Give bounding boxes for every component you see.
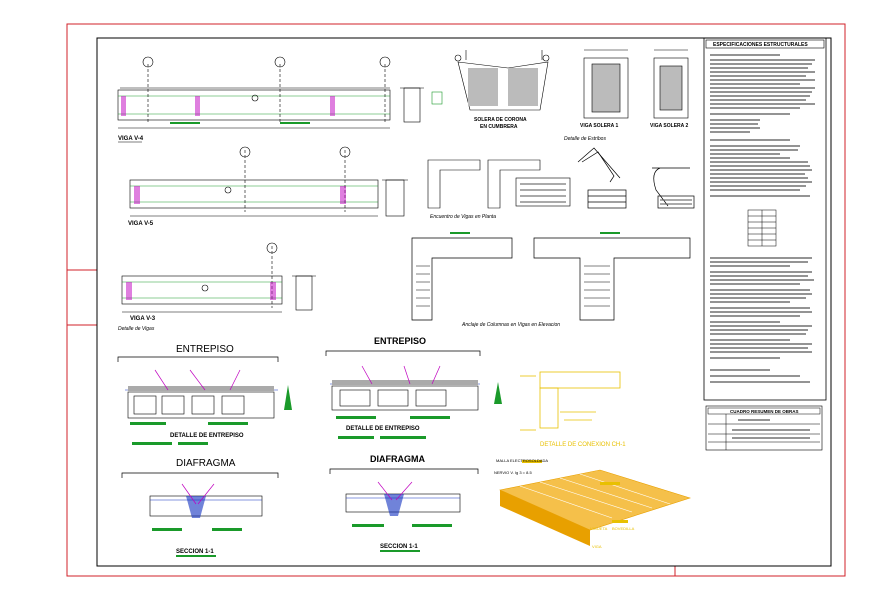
entrepiso-detail-1: ENTREPISO DETALLE DE ENTREPISO xyxy=(117,344,292,445)
specs-title: ESPECIFICACIONES ESTRUCTURALES xyxy=(713,42,808,48)
label-en-cumbrera: EN CUMBRERA xyxy=(480,124,518,130)
beam-section-v5 xyxy=(382,179,408,217)
label-seccion-1: SECCION 1-1 xyxy=(176,549,214,555)
label-seccion-2: SECCION 1-1 xyxy=(380,544,418,550)
label-anclaje: Anclaje de Columnas en Vigas en Elevacio… xyxy=(461,322,560,328)
label-detalle-estribos: Detalle de Estribos xyxy=(564,136,606,142)
label-bovedilla: BOVEDILLA xyxy=(612,526,635,531)
table-title: CUADRO RESUMEN DE OBRAS xyxy=(730,409,799,414)
beam-section-v4 xyxy=(400,87,443,123)
label-malla: MALLA ELECTROSOLDADA xyxy=(496,458,548,463)
isometric-slab-view: MALLA ELECTROSOLDADA NERVIO V. Ig 3 = 8.… xyxy=(494,458,691,549)
anclaje-columnas-detail: Anclaje de Columnas en Vigas en Elevacio… xyxy=(411,232,691,328)
solera-corona-detail: SOLERA DE CORONA EN CUMBRERA xyxy=(454,50,550,130)
summary-table: CUADRO RESUMEN DE OBRAS xyxy=(705,405,823,451)
label-viga-solera-2: VIGA SOLERA 2 xyxy=(650,123,688,129)
label-viga-solera-1: VIGA SOLERA 1 xyxy=(580,123,618,129)
label-detalle-conexion: DETALLE DE CONEXION CH-1 xyxy=(540,442,626,448)
label-entrepiso-2: ENTREPISO xyxy=(374,336,426,346)
beam-v5-elevation: VIGA V-5 xyxy=(128,146,379,227)
beam-section-v3 xyxy=(292,275,316,311)
label-detalle-entrepiso-2: DETALLE DE ENTREPISO xyxy=(346,426,420,432)
specs-small-table xyxy=(747,209,777,247)
stirrup-hook-details xyxy=(577,147,695,209)
label-detalle-vigas: Detalle de Vigas xyxy=(118,326,155,332)
label-viga-v3: VIGA V-3 xyxy=(130,316,156,322)
diafragma-detail-2: DIAFRAGMA SECCION 1-1 xyxy=(329,454,479,552)
viga-solera-1-section: VIGA SOLERA 1 xyxy=(580,49,629,129)
specs-text-lines xyxy=(710,54,815,197)
drawing-border xyxy=(96,37,832,567)
specifications-panel: ESPECIFICACIONES ESTRUCTURALES xyxy=(703,37,827,401)
label-viga-v5: VIGA V-5 xyxy=(128,221,154,227)
diafragma-detail-1: DIAFRAGMA SECCION 1-1 xyxy=(121,458,279,557)
label-vigueta: VIGUETA xyxy=(590,526,608,531)
beam-v3-elevation: VIGA V-3 Detalle de Vigas xyxy=(118,242,283,332)
label-solera-corona: SOLERA DE CORONA xyxy=(474,117,527,123)
label-encuentro: Encuentro de Vigas en Planta xyxy=(430,214,496,220)
label-viga-v4: VIGA V-4 xyxy=(118,136,144,142)
label-nervio: NERVIO V. Ig 3 = 8.5 xyxy=(494,470,532,475)
label-viga-bottom: VIGA xyxy=(592,544,602,549)
encuentro-vigas-detail: Encuentro de Vigas en Planta Detalle de … xyxy=(427,136,606,220)
label-entrepiso-1: ENTREPISO xyxy=(176,344,234,355)
label-diafragma-1: DIAFRAGMA xyxy=(176,458,236,469)
entrepiso-detail-2: ENTREPISO DETALLE DE ENTREPISO xyxy=(325,336,502,439)
label-diafragma-2: DIAFRAGMA xyxy=(370,454,425,464)
beam-v4-elevation: VIGA V-4 xyxy=(117,56,391,143)
label-detalle-entrepiso-1: DETALLE DE ENTREPISO xyxy=(170,433,244,439)
sheet-frame xyxy=(66,23,846,577)
viga-solera-2-section: VIGA SOLERA 2 xyxy=(650,49,688,129)
conexion-ch1-detail: DETALLE DE CONEXION CH-1 xyxy=(520,371,626,448)
